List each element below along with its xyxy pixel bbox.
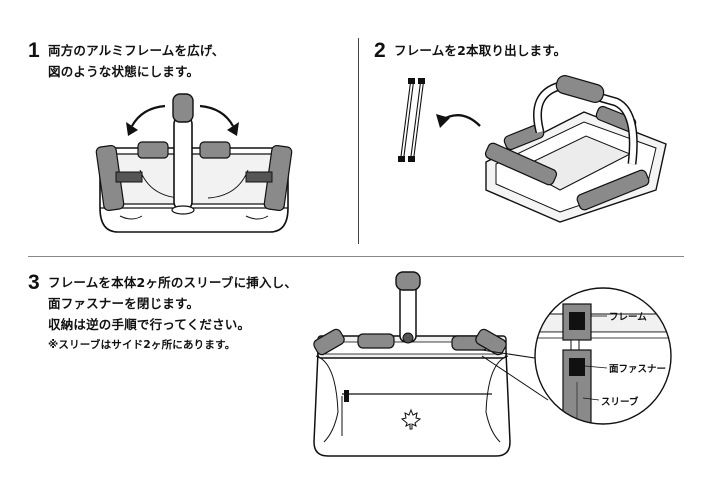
step-3-number: 3 [28,271,40,294]
zoom-detail-circle [534,287,672,425]
vertical-divider [358,38,359,244]
step-2-line-1: フレームを2本取り出します。 [394,43,567,58]
step-2-number: 2 [374,39,386,62]
step-1-number: 1 [28,39,40,62]
step-1-line-1: 両方のアルミフレームを広げ、 [48,43,225,58]
step-3-text: フレームを本体2ヶ所のスリーブに挿入し、 面ファスナーを閉じます。 収納は逆の手… [48,272,297,356]
step-2-text: フレームを2本取り出します。 [394,40,566,61]
callout-frame: フレーム [609,312,647,323]
curved-arrow-left-icon [126,104,166,136]
step-3-line-1: フレームを本体2ヶ所のスリーブに挿入し、 [48,275,298,290]
step-3-note: ※スリーブはサイド2ヶ所にあります。 [48,339,236,351]
step-3-line-3: 収納は逆の手順で行ってください。 [48,317,251,332]
callout-sleeve: スリーブ [601,397,639,408]
curved-arrow-icon [436,114,481,128]
step-1-illustration [95,93,293,233]
step-3-illustration [313,271,511,457]
step-1-line-2: 図のような状態にします。 [48,64,200,79]
curved-arrow-right-icon [199,104,239,136]
callout-velcro: 面ファスナー [609,364,667,375]
maple-leaf-logo-icon [400,408,422,430]
step-2-illustration [398,75,667,223]
step-3-line-2: 面ファスナーを閉じます。 [48,296,200,311]
step-1-text: 両方のアルミフレームを広げ、 図のような状態にします。 [48,40,224,82]
frame-rods [398,78,425,162]
horizontal-divider [28,256,684,257]
